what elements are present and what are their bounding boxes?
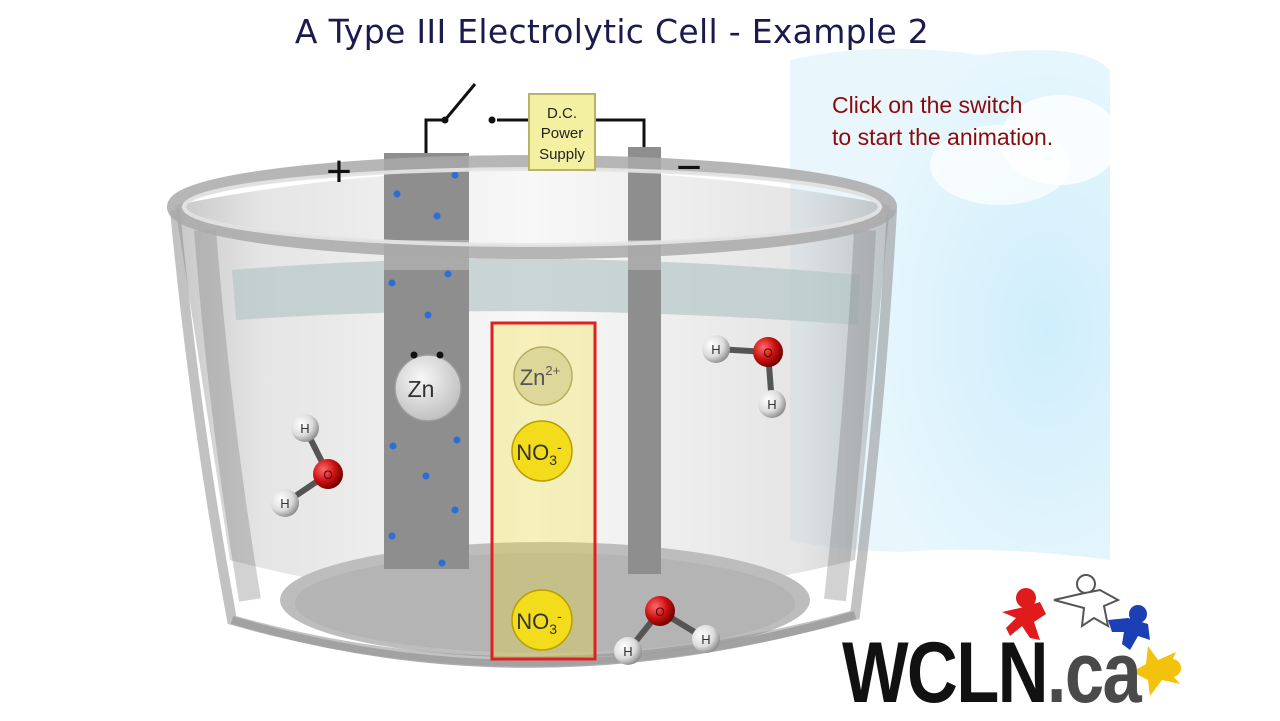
- negative-sign: −: [676, 143, 702, 192]
- hydrogen-label: H: [280, 496, 289, 511]
- svg-text:Zn2+: Zn2+: [520, 363, 561, 390]
- oxygen-label: O: [323, 468, 332, 482]
- wcln-logo-figures: [1002, 574, 1181, 696]
- oxygen-label: O: [763, 346, 772, 360]
- zinc-atom-label: Zn: [408, 376, 435, 402]
- wcln-logo: WCLN.ca: [842, 630, 1142, 716]
- switch[interactable]: [435, 78, 500, 128]
- nitrate-formula: NO: [516, 440, 549, 465]
- water-molecule-right: H H O: [702, 335, 786, 418]
- electrode-electron-dots: [388, 171, 461, 567]
- nitrate-subscript: 3: [549, 452, 557, 468]
- nitrate-ion-lower: NO3-: [511, 589, 573, 651]
- instruction-text: Click on the switch to start the animati…: [832, 89, 1132, 153]
- nitrate-charge: -: [557, 439, 562, 455]
- power-supply-label-2: Power: [541, 125, 584, 142]
- hydrogen-label: H: [711, 342, 720, 357]
- svg-text:NO3-: NO3-: [516, 608, 562, 637]
- nitrate-subscript: 3: [549, 621, 557, 637]
- logo-main-text: WCLN: [842, 625, 1049, 721]
- zinc-ion-charge: 2+: [545, 363, 560, 378]
- nitrate-formula: NO: [516, 609, 549, 634]
- water-molecule-bottom: H H O: [614, 596, 720, 665]
- hydrogen-label: H: [300, 421, 309, 436]
- power-supply-label-1: D.C.: [547, 105, 577, 122]
- logo-suffix-text: .ca: [1046, 625, 1142, 721]
- zinc-atom: Zn: [394, 351, 462, 422]
- zinc-ion-label: Zn: [520, 365, 546, 390]
- instruction-line-1: Click on the switch: [832, 92, 1023, 118]
- power-supply-label-3: Supply: [539, 146, 585, 163]
- nitrate-ion-upper: NO3-: [511, 420, 573, 482]
- hydrogen-label: H: [701, 632, 710, 647]
- instruction-line-2: to start the animation.: [832, 124, 1054, 150]
- dc-power-supply: D.C. Power Supply: [528, 93, 596, 171]
- page-title: A Type III Electrolytic Cell - Example 2: [294, 12, 930, 51]
- hydrogen-label: H: [623, 644, 632, 659]
- oxygen-label: O: [655, 605, 664, 619]
- positive-sign: +: [326, 147, 352, 196]
- cathode-electrode: [628, 147, 661, 574]
- water-molecule-left: H H O: [271, 414, 343, 517]
- nitrate-charge: -: [557, 608, 562, 624]
- sky-background: [790, 48, 1120, 561]
- zinc-ion: Zn2+: [513, 346, 573, 406]
- circuit: [424, 118, 646, 153]
- svg-text:NO3-: NO3-: [516, 439, 562, 468]
- hydrogen-label: H: [767, 397, 776, 412]
